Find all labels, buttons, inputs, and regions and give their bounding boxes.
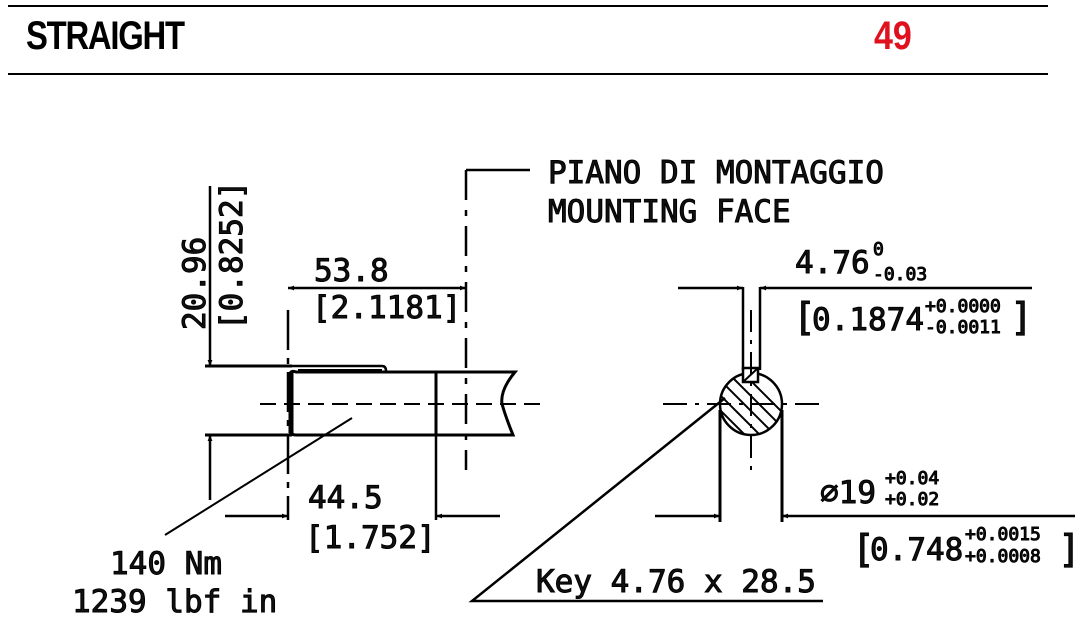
height-in-label: [0.8252]: [214, 181, 250, 330]
key-label: Key 4.76 x 28.5: [536, 564, 816, 600]
diameter-in-tol-upper: +0.0015: [965, 524, 1041, 545]
key-width-tol-upper: 0: [873, 239, 884, 260]
page-title: STRAIGHT: [26, 14, 185, 58]
key-width-mm: 4.76: [795, 245, 870, 281]
mounting-face-label-en: MOUNTING FACE: [548, 194, 791, 230]
page-number: 49: [874, 14, 912, 58]
diameter-in-tol-lower: +0.0008: [965, 546, 1041, 567]
diameter-in-bracket-open: [: [852, 527, 875, 571]
diameter-mm: ⌀19: [820, 475, 876, 511]
length-to-face-in: [2.1181]: [312, 290, 461, 326]
torque-nm: 140 Nm: [110, 546, 222, 582]
length-to-face-mm: 53.8: [314, 253, 389, 289]
shaft-section-view: [468, 285, 1075, 603]
header-top-rule: [8, 5, 1048, 7]
key-width-in: 0.1874: [812, 302, 924, 338]
diameter-in-bracket-close: ]: [1058, 527, 1081, 571]
shaft-side-view: [164, 168, 540, 536]
key-width-in-tol-lower: -0.0011: [925, 317, 1001, 338]
height-mm-label: 20.96: [177, 237, 213, 330]
torque-lbf: 1239 lbf in: [72, 584, 277, 620]
header-bottom-rule: [8, 73, 1048, 75]
key-width-in-bracket-open: [: [793, 295, 816, 339]
mounting-face-label-it: PIANO DI MONTAGGIO: [548, 155, 884, 191]
diameter-tol-lower: +0.02: [885, 489, 939, 510]
diameter-in: 0.748: [870, 532, 963, 568]
key-width-in-tol-upper: +0.0000: [925, 296, 1001, 317]
diameter-tol-upper: +0.04: [885, 468, 939, 489]
key-width-tol-lower: -0.03: [873, 264, 927, 285]
key-length-mm: 44.5: [308, 480, 383, 516]
key-width-in-bracket-close: ]: [1010, 295, 1033, 339]
key-length-in: [1.752]: [305, 520, 436, 556]
